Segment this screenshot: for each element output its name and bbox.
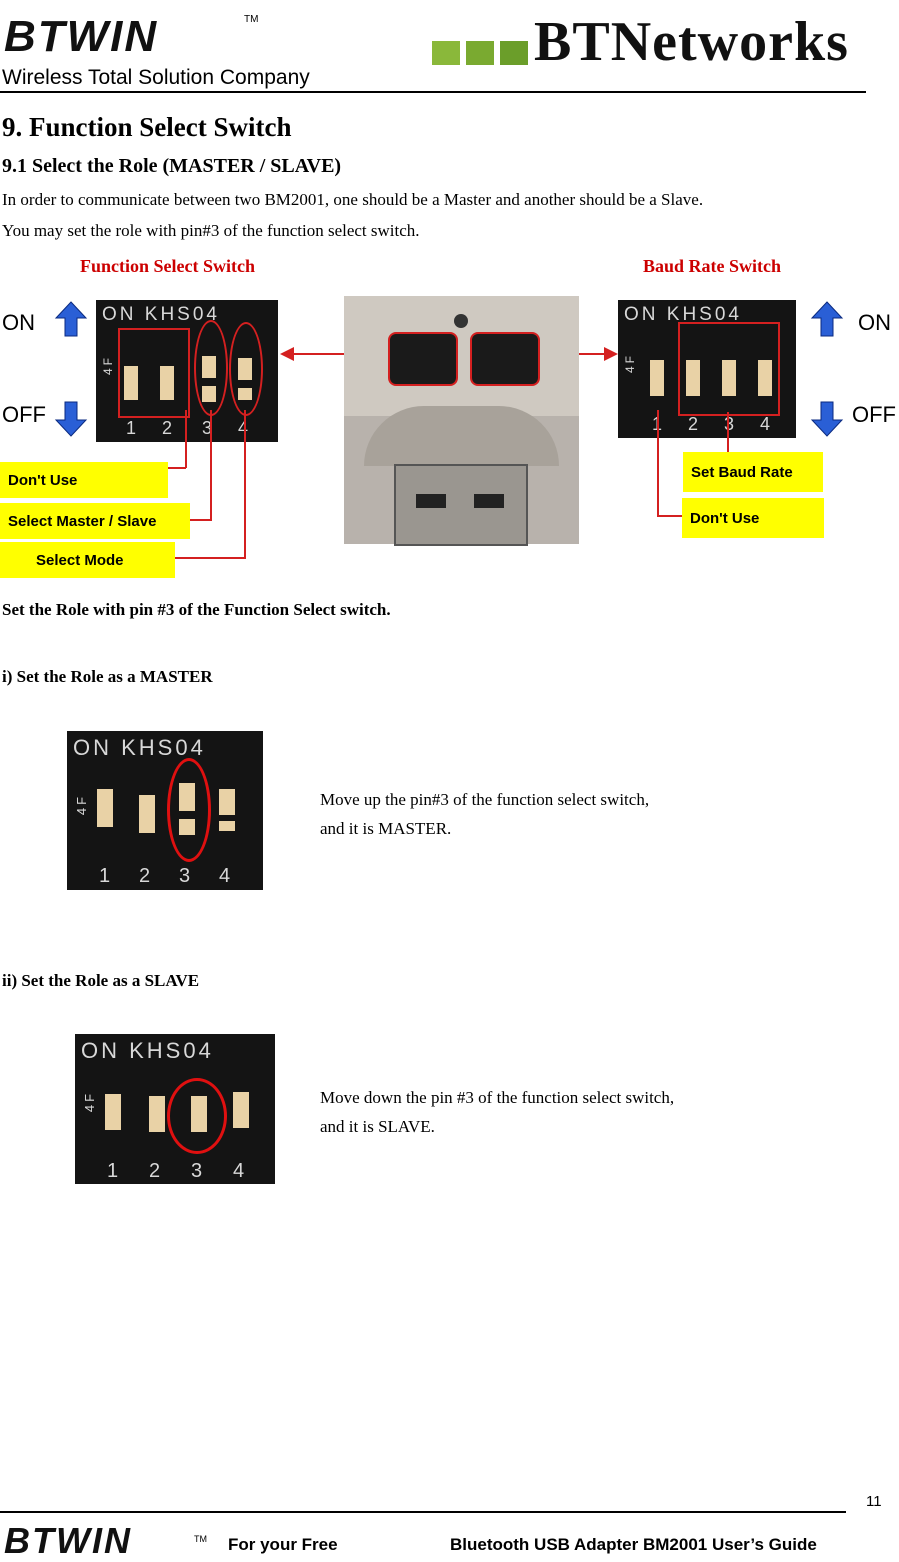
dip-number: 4: [219, 865, 234, 887]
dip-side-label: 4F: [101, 354, 116, 376]
dip-number: 1: [99, 865, 114, 887]
dip-side-label: 4F: [623, 352, 638, 374]
highlight-oval-pin-3: [194, 320, 228, 416]
dip-number: 4: [238, 418, 251, 439]
slave-line-1: Move down the pin #3 of the function sel…: [320, 1088, 675, 1107]
header: BTWIN TM Wireless Total Solution Company…: [0, 0, 899, 96]
intro-line-2: You may set the role with pin#3 of the f…: [2, 221, 420, 240]
off-label-right: OFF: [852, 402, 896, 427]
section-subtitle: 9.1 Select the Role (MASTER / SLAVE): [2, 155, 342, 177]
brand-logo: BTNetworks: [534, 11, 849, 73]
label-baud-rate: Baud Rate Switch: [643, 256, 782, 276]
footer-tm-mark: TM: [194, 1534, 207, 1544]
dip-number: 1: [107, 1160, 122, 1182]
callout-dont-use-right: Don't Use: [682, 498, 824, 538]
label-function-select: Function Select Switch: [80, 256, 255, 276]
on-label-right: ON: [858, 310, 891, 335]
dip-label: ON KHS04: [81, 1038, 214, 1063]
dip-number: 2: [688, 414, 702, 434]
arrow-up-icon: [54, 301, 88, 337]
dip-side-label: 4F: [74, 793, 90, 816]
arrow-up-icon: [810, 301, 844, 337]
dip-number: 2: [162, 418, 176, 438]
dip-number: 4: [233, 1160, 248, 1182]
dip-number: 3: [202, 418, 216, 438]
footer-left-text: For your Free: [228, 1535, 338, 1554]
footer-btwin-logo: BTWIN: [4, 1520, 132, 1561]
callout-set-baud-rate: Set Baud Rate: [683, 452, 823, 492]
highlight-oval-slave: [167, 1078, 227, 1154]
dip-number: 2: [149, 1160, 164, 1182]
dip-side-label: 4F: [82, 1090, 98, 1113]
highlight-oval-pin-4: [229, 322, 263, 416]
master-line-1: Move up the pin#3 of the function select…: [320, 790, 650, 809]
callout-dont-use-left: Don't Use: [0, 462, 168, 498]
footer-right-text: Bluetooth USB Adapter BM2001 User’s Guid…: [450, 1535, 817, 1554]
page-number: 11: [866, 1493, 882, 1510]
section-title: 9. Function Select Switch: [2, 112, 292, 142]
master-line-2: and it is MASTER.: [320, 819, 452, 838]
arrow-right-icon: [604, 347, 618, 361]
intro-line-1: In order to communicate between two BM20…: [2, 190, 704, 209]
highlight-box-baud: [678, 322, 780, 416]
role-note: Set the Role with pin #3 of the Function…: [2, 600, 391, 619]
dip-number: 2: [139, 865, 154, 887]
slave-heading: ii) Set the Role as a SLAVE: [2, 971, 200, 990]
tagline: Wireless Total Solution Company: [2, 66, 310, 89]
arrow-down-icon: [54, 401, 88, 437]
dip-number: 4: [760, 414, 774, 434]
usb-adapter-image: [344, 296, 579, 546]
highlight-box-pins-1-2: [118, 328, 190, 418]
btwin-logo: BTWIN: [4, 12, 159, 61]
master-heading: i) Set the Role as a MASTER: [2, 667, 213, 686]
dip-number: 3: [724, 414, 738, 434]
dip-number: 3: [191, 1160, 206, 1182]
callout-select-mode: Select Mode: [0, 542, 175, 578]
arrow-down-icon: [810, 401, 844, 437]
callout-select-master-slave: Select Master / Slave: [0, 503, 190, 539]
slave-line-2: and it is SLAVE.: [320, 1117, 435, 1136]
dip-label: ON KHS04: [624, 304, 742, 325]
header-rule: [0, 91, 866, 93]
highlight-oval-master: [167, 758, 211, 862]
tm-mark: TM: [244, 14, 259, 25]
dip-label: ON KHS04: [73, 735, 206, 760]
footer-rule: [0, 1511, 846, 1513]
brand-squares: [432, 41, 532, 65]
off-label-left: OFF: [2, 402, 46, 427]
switch-figure: ON OFF ON KHS04 4F 1 2 3 4 Don't Use Sel…: [0, 292, 899, 584]
dip-number: 3: [179, 865, 194, 887]
dip-number: 1: [126, 418, 140, 438]
master-dip-switch: ON KHS04 4F 1 2 3 4: [67, 731, 263, 890]
pointer-line-left: [290, 353, 360, 355]
arrow-left-icon: [280, 347, 294, 361]
dip-label: ON KHS04: [102, 304, 220, 325]
on-label-left: ON: [2, 310, 35, 335]
